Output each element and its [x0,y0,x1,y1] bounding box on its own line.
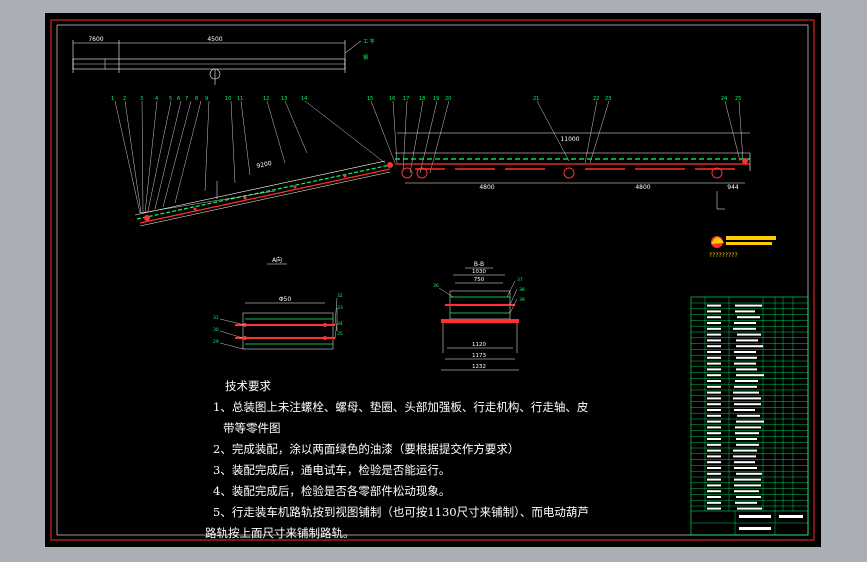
svg-text:24: 24 [721,96,727,102]
note-line-3: 3、装配完成后，通电试车，检验是否能运行。 [213,460,589,481]
dim-1232: 1232 [472,364,486,370]
wheel-1 [402,168,412,178]
view-bb: B-B 1030 750 1120 1173 1232 36 37 38 39 [433,261,525,370]
svg-text:36: 36 [433,283,439,289]
dim-4500: 4500 [207,36,222,43]
dim-1120: 1120 [472,342,486,348]
svg-text:23: 23 [605,96,611,102]
svg-text:3: 3 [140,96,143,102]
note-line-5b: 路轨按上面尺寸来铺制路轨。 [205,523,589,544]
svg-text:31: 31 [213,315,219,321]
svg-text:11: 11 [237,96,243,102]
drawing-sheet: 7600 4500 工 字 钢 123 [45,13,821,547]
svg-text:10: 10 [225,96,231,102]
svg-text:35: 35 [337,331,343,337]
dim-11000: 11000 [560,136,579,143]
label-i-beam: 工 字 [363,38,375,45]
svg-text:7: 7 [185,96,188,102]
svg-text:29: 29 [213,339,219,345]
dim-phi-50: Φ50 [279,296,292,303]
svg-text:6: 6 [177,96,180,102]
note-line-2: 2、完成装配，涂以两面绿色的油漆（要根据提交作方要求） [213,439,589,460]
svg-text:30: 30 [213,327,219,333]
title-block [691,297,808,535]
main-elevation: 123 456 789 101112 1314 9200 151617 1819… [111,96,750,226]
svg-text:22: 22 [593,96,599,102]
svg-text:20: 20 [445,96,451,102]
svg-text:37: 37 [517,277,523,283]
dim-1030: 1030 [472,269,486,275]
svg-text:4: 4 [155,96,158,102]
svg-text:14: 14 [301,96,307,102]
dim-4800-a: 4800 [479,184,494,191]
svg-text:21: 21 [533,96,539,102]
wheel-2 [564,168,574,178]
svg-text:2: 2 [123,96,126,102]
svg-text:16: 16 [389,96,395,102]
svg-text:33: 33 [337,305,343,311]
technical-requirements: 技术要求1、总装图上未注螺栓、螺母、垫圈、头部加强板、行走机构、行走轴、皮带等零… [213,376,589,544]
svg-text:9: 9 [205,96,208,102]
note-line-1: 1、总装图上未注螺栓、螺母、垫圈、头部加强板、行走机构、行走轴、皮 [213,397,589,418]
svg-text:13: 13 [281,96,287,102]
dim-750: 750 [474,277,485,283]
note-line-5: 5、行走装车机路轨按到视图铺制（也可按1130尺寸来铺制）、而电动葫芦 [213,502,589,523]
notes-heading: 技术要求 [225,376,589,397]
svg-text:25: 25 [735,96,741,102]
note-line-1b: 带等零件图 [223,418,589,439]
top-view: 7600 4500 工 字 钢 [73,36,375,85]
view-bb-title: B-B [474,261,484,268]
view-a-title: A向 [272,256,282,264]
svg-text:39: 39 [519,297,525,303]
svg-text:1: 1 [111,96,114,102]
dim-944: 944 [727,184,739,191]
incline-frame [140,169,390,223]
svg-text:32: 32 [337,293,343,299]
svg-text:15: 15 [367,96,373,102]
svg-text:34: 34 [337,321,343,327]
svg-text:17: 17 [403,96,409,102]
svg-text:19: 19 [433,96,439,102]
dim-4800-b: 4800 [635,184,650,191]
dim-9200: 9200 [256,160,273,170]
svg-text:12: 12 [263,96,269,102]
svg-text:38: 38 [519,287,525,293]
note-line-4: 4、装配完成后，检验是否各零部件松动现象。 [213,481,589,502]
incline-belt [137,165,390,219]
svg-text:5: 5 [169,96,172,102]
view-a: A向 Φ50 31 30 29 32 33 34 35 [213,256,343,349]
dim-1173: 1173 [472,353,486,359]
brand-text: ????????? [709,252,738,259]
svg-text:18: 18 [419,96,425,102]
svg-text:8: 8 [195,96,198,102]
dim-7600: 7600 [88,36,103,43]
company-logo: ????????? [709,236,776,259]
label-steel: 钢 [363,54,368,61]
